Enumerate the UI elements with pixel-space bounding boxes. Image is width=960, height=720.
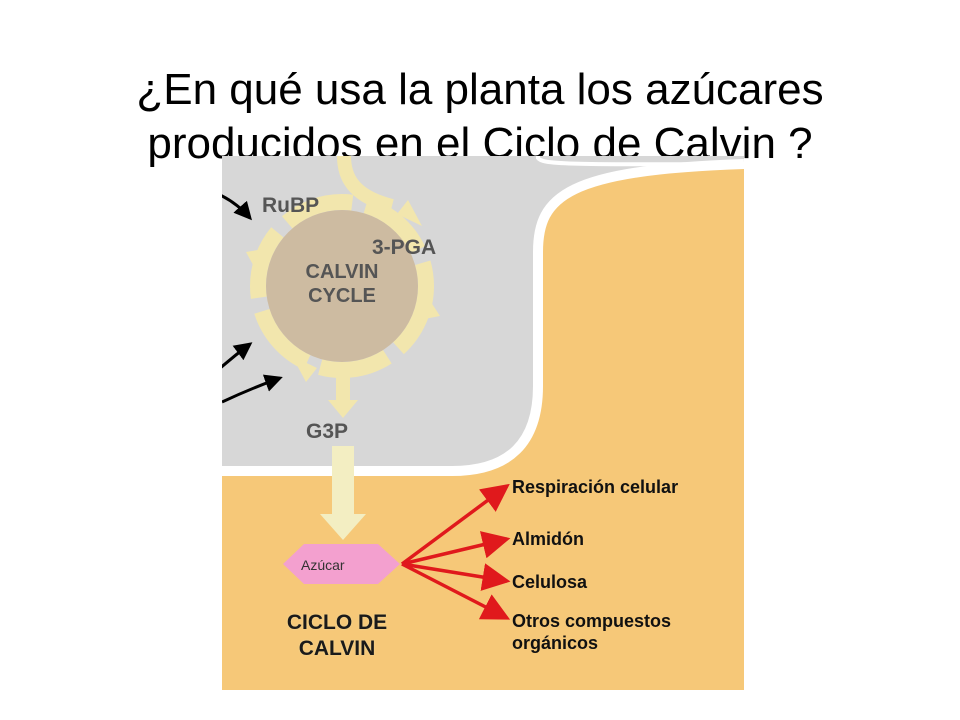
output-otros-compuestos: Otros compuestos orgánicos — [512, 610, 671, 654]
flow-arrow-g3p-to-sugar — [332, 446, 354, 518]
output-otros-compuestos-line-1: Otros compuestos — [512, 611, 672, 631]
black-arrow-2 — [222, 342, 253, 369]
chloroplast-membrane-curve — [222, 159, 744, 476]
slide-title-line-1: ¿En qué usa la planta los azúcares — [136, 65, 824, 115]
caption-ciclo-de-calvin: CICLO DE CALVIN — [262, 610, 412, 662]
label-calvin-cycle: CALVIN CYCLE — [272, 260, 412, 308]
red-arrow-celulosa — [401, 562, 511, 591]
label-azucar: Azúcar — [301, 557, 345, 573]
cycle-center — [266, 210, 418, 362]
black-arrow-3 — [222, 374, 283, 404]
caption-line-1: CICLO DE — [286, 611, 388, 634]
flow-arrow-cycle-to-g3p — [336, 368, 350, 404]
label-rubp: RuBP — [262, 194, 320, 217]
red-arrow-respiration — [400, 483, 510, 566]
output-almidon: Almidón — [512, 528, 584, 550]
red-arrow-otros — [401, 562, 511, 620]
output-respiracion-celular-line-1: Respiración celular — [512, 477, 679, 497]
cycle-arrowhead-4 — [246, 248, 270, 274]
cycle-arrowhead-3 — [292, 356, 317, 382]
black-arrow-1 — [222, 194, 252, 221]
output-celulosa: Celulosa — [512, 571, 587, 593]
label-g3p: G3P — [306, 420, 349, 443]
label-calvin-cycle-line-1: CALVIN — [305, 261, 379, 283]
flow-arrowhead-sugar — [320, 514, 366, 540]
sugar-hexagon — [283, 544, 400, 584]
output-celulosa-line-1: Celulosa — [512, 572, 588, 592]
label-3-pga: 3-PGA — [372, 236, 437, 259]
output-almidon-line-1: Almidón — [512, 529, 584, 549]
red-arrow-almidon — [401, 531, 511, 566]
cycle-arrowhead-2 — [414, 296, 440, 321]
caption-line-2: CALVIN — [298, 637, 376, 660]
diagram-graphics — [222, 156, 744, 690]
slide-title: ¿En qué usa la planta los azúcares produ… — [60, 63, 900, 171]
output-otros-compuestos-line-2: orgánicos — [512, 633, 599, 653]
cycle-arrowhead-1 — [397, 200, 422, 226]
output-respiracion-celular: Respiración celular — [512, 476, 678, 498]
label-calvin-cycle-line-2: CYCLE — [308, 285, 376, 307]
flow-arrowhead-g3p — [328, 400, 358, 418]
calvin-cycle-diagram: RuBP 3-PGA CALVIN CYCLE G3P Azúcar Respi… — [222, 156, 744, 690]
